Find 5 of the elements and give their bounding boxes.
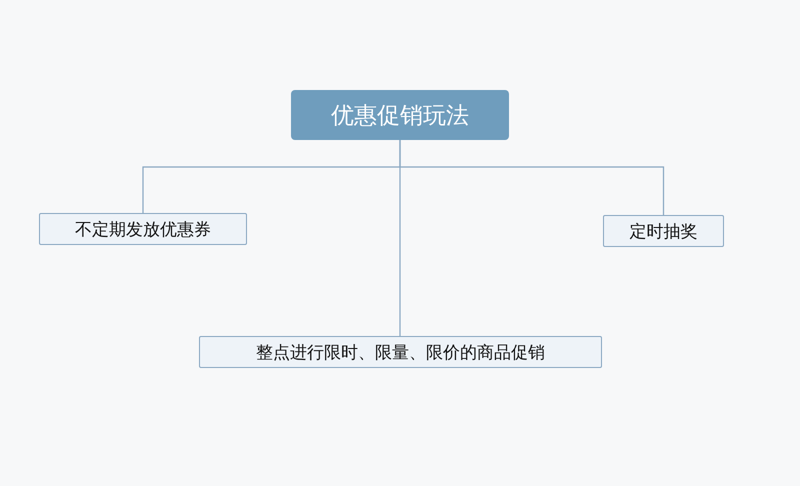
connector-line <box>399 140 401 336</box>
subtopic-box: 定时抽奖 <box>603 215 724 247</box>
subtopic-box: 整点进行限时、限量、限价的商品促销 <box>199 336 602 368</box>
topic-box: 优惠促销玩法 <box>291 90 509 140</box>
subtopic-box: 不定期发放优惠券 <box>39 213 247 245</box>
